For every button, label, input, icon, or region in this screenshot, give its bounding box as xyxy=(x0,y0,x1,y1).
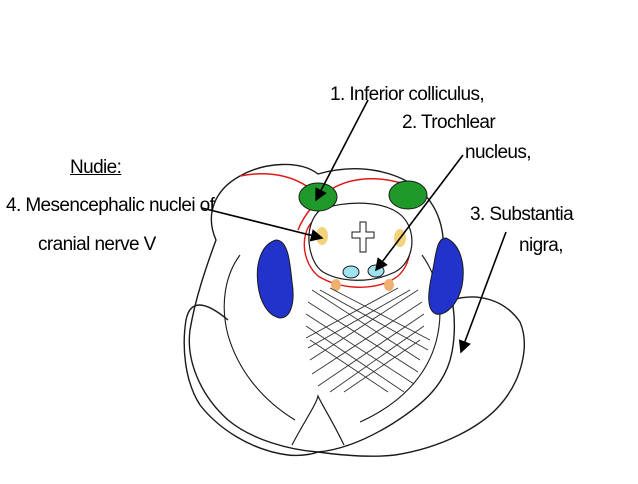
label-substantia-line2: nigra, xyxy=(519,235,564,256)
arrow-mesencephalic-nucleus xyxy=(201,207,324,242)
arrow-inferior-colliculus xyxy=(315,99,369,202)
label-trochlear-line1: 2. Trochlear xyxy=(402,112,496,133)
substantia-nigra-left xyxy=(256,239,294,319)
label-inferior-colliculus: 1. Inferior colliculus, xyxy=(330,84,485,105)
substantia-nigra-right xyxy=(428,237,464,315)
arrow-substantia-nigra xyxy=(458,231,507,354)
inferior-colliculus-right xyxy=(388,180,428,210)
left-peduncle xyxy=(183,304,319,457)
trochlear-nucleus-right xyxy=(367,264,385,278)
label-mesencephalic-line2: cranial nerve V xyxy=(38,234,156,255)
right-peduncle xyxy=(317,296,525,457)
heading-label: Nudie: xyxy=(70,157,122,178)
decussation-fibers xyxy=(305,287,431,393)
arrow-trochlear-nucleus xyxy=(375,154,464,272)
cerebral-aqueduct xyxy=(351,221,375,253)
left-lobe-contour xyxy=(223,254,296,421)
ventral-notch xyxy=(291,394,345,446)
label-substantia-line1: 3. Substantia xyxy=(470,204,574,225)
label-mesencephalic-line1: 4. Mesencephalic nuclei of xyxy=(6,195,215,216)
trochlear-nucleus-left xyxy=(342,265,360,279)
orange-nucleus-right xyxy=(384,279,394,291)
orange-nucleus-left xyxy=(331,279,341,291)
mesencephalic-nucleus-left xyxy=(316,227,328,245)
label-trochlear-line2: nucleus, xyxy=(465,142,532,163)
